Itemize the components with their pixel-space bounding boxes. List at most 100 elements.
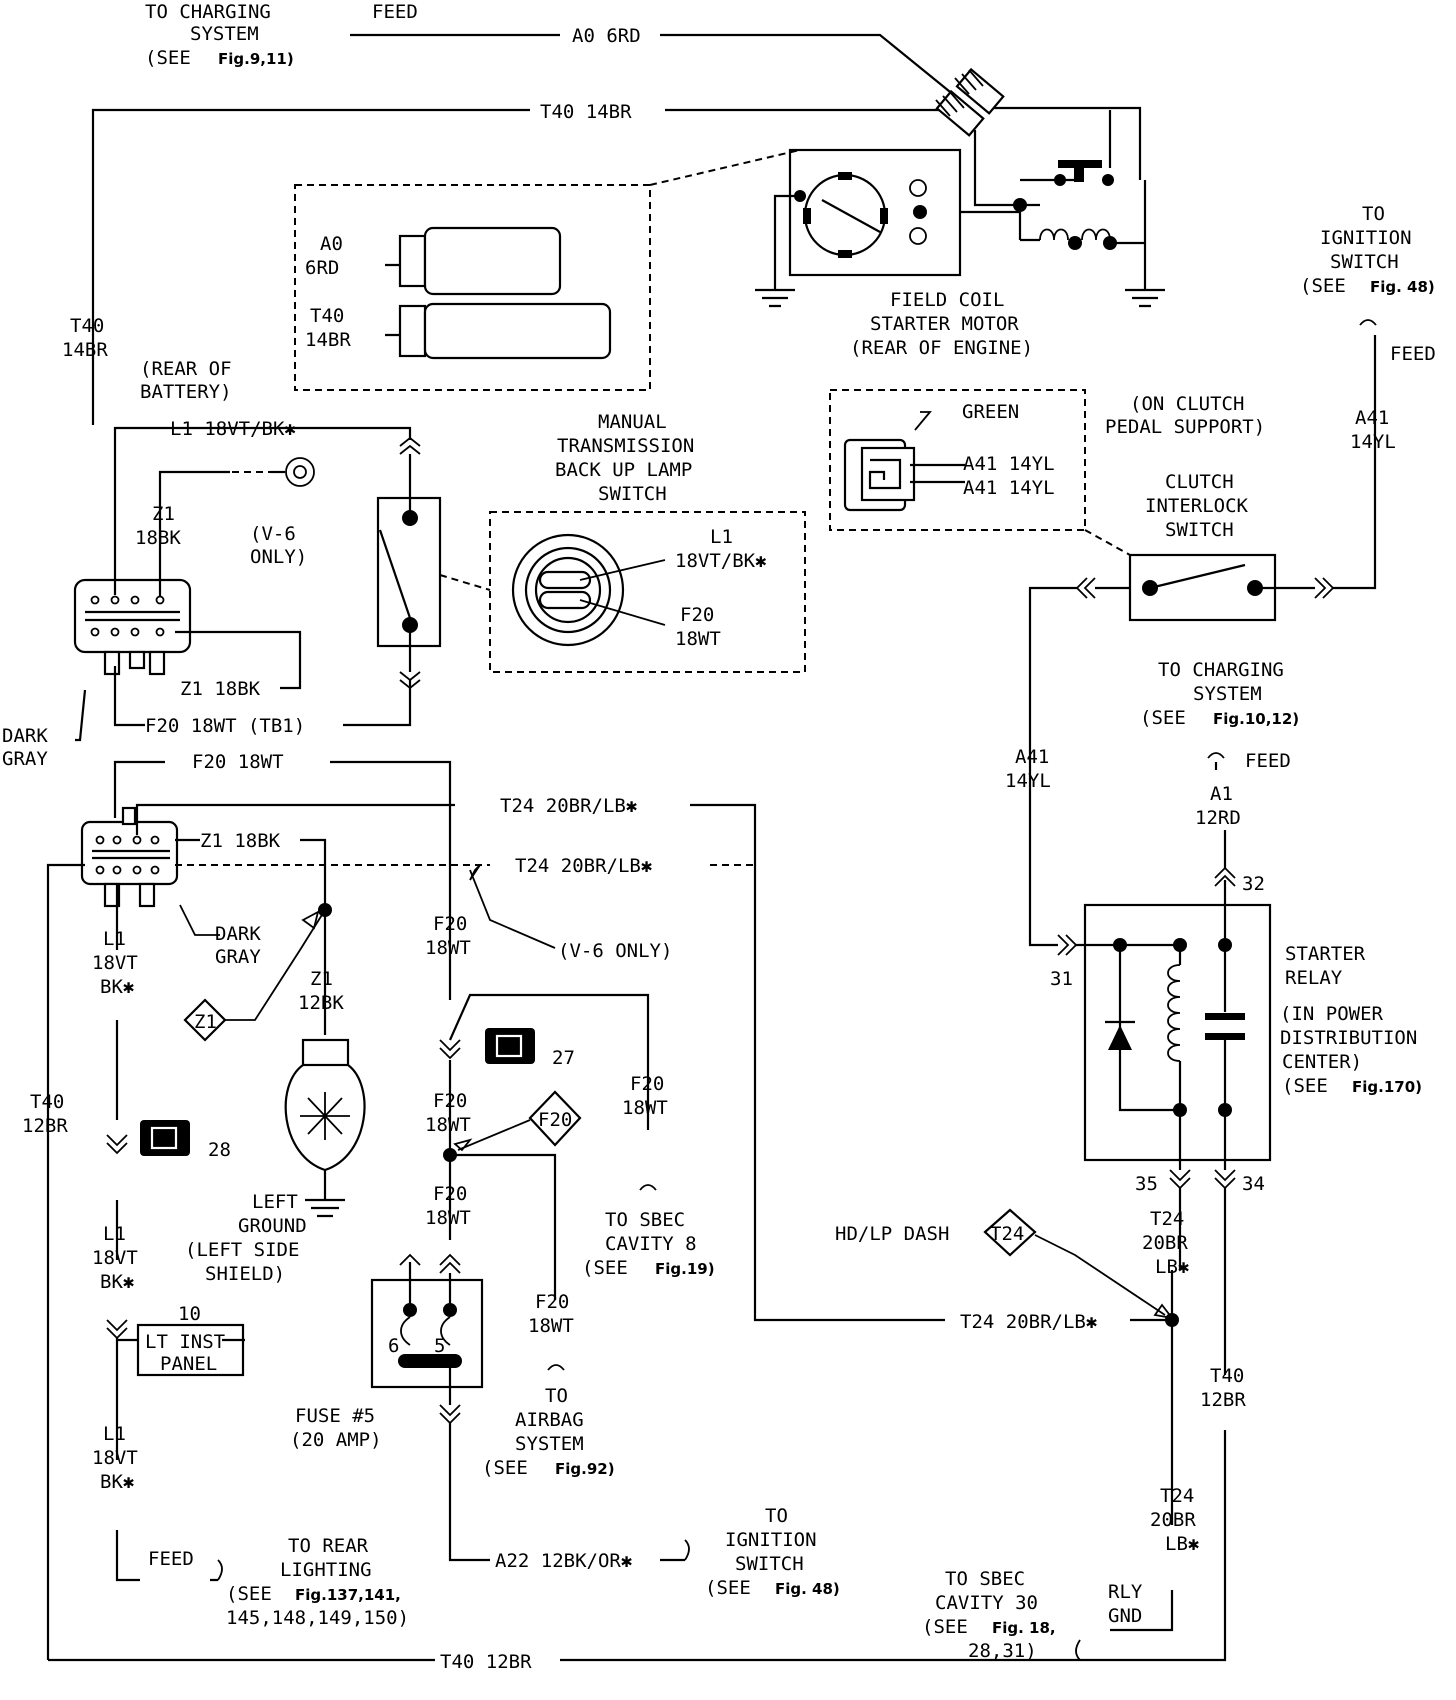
t40-r-2: 12BR (1200, 1389, 1246, 1411)
ci-1: CLUTCH (1165, 471, 1234, 493)
a41-mid-2: 14YL (1005, 770, 1051, 792)
dark-gray-b2: GRAY (215, 946, 261, 968)
battery-connector (73, 426, 412, 742)
to-sbec30-2: CAVITY 30 (935, 1592, 1038, 1614)
rear-batt-2: BATTERY) (140, 381, 232, 403)
rly-gnd-1: RLY (1108, 1581, 1143, 1603)
a41-14yl-b: 14YL (1350, 431, 1396, 453)
f20-e-2: 18WT (528, 1315, 574, 1337)
to-sbec30-3: (SEE (922, 1616, 968, 1638)
sr-1: STARTER (1285, 943, 1366, 965)
dark-gray-b1: DARK (215, 923, 261, 945)
mt-l1-2: 18VT/BK✱ (675, 550, 767, 572)
inline-connectors (106, 1028, 535, 1156)
to-sbec30-4: 28,31) (968, 1640, 1037, 1662)
l1-b-3: BK✱ (100, 1271, 134, 1293)
f20-b-2: 18WT (425, 1114, 471, 1136)
t40-12br-2: 12BR (22, 1115, 68, 1137)
mt-4: SWITCH (598, 483, 667, 505)
to-sbec8-fig: Fig.19) (655, 1260, 715, 1278)
clutch-interlock (829, 319, 1377, 947)
t24-dashed: T24 20BR/LB✱ (515, 855, 652, 877)
mt-3: BACK UP LAMP (555, 459, 692, 481)
to-ign2-1: TO (765, 1505, 788, 1527)
l1-18vtbk-top: L1 18VT/BK✱ (170, 418, 296, 440)
fuse-6-label: 6 (388, 1335, 399, 1357)
z1-diamond: Z1 (194, 1011, 217, 1033)
inset-a0-1: A0 (320, 233, 343, 255)
l1-c-3: BK✱ (100, 1471, 134, 1493)
dark-gray-1: DARK (2, 725, 48, 747)
l1-b-1: L1 (103, 1223, 126, 1245)
fuse-1: FUSE #5 (295, 1405, 375, 1427)
pin-32: 32 (1242, 873, 1265, 895)
to-airbag-3: SYSTEM (515, 1433, 584, 1455)
pin-31: 31 (1050, 968, 1073, 990)
to-sbec8-1: TO SBEC (605, 1209, 685, 1231)
t24-splice: T24 20BR/LB✱ (960, 1311, 1097, 1333)
ci-3: SWITCH (1165, 519, 1234, 541)
body-connector (46, 760, 945, 1660)
sr-3: (IN POWER (1280, 1003, 1384, 1025)
to-sbec8-3: (SEE (582, 1257, 628, 1279)
lt-inst-2: PANEL (160, 1353, 217, 1375)
to-ign2-2: IGNITION (725, 1529, 817, 1551)
to-chg2-2: SYSTEM (1193, 683, 1262, 705)
to-ign2-4: (SEE (705, 1577, 751, 1599)
cable-inset (294, 184, 651, 391)
feed-ign: FEED (1390, 343, 1436, 365)
a41-14yl-a: A41 (1355, 407, 1389, 429)
inset-t40-2: 14BR (305, 329, 351, 351)
field-coil-1: FIELD COIL (890, 289, 1004, 311)
t24-splice (48, 1208, 1227, 1662)
on-clutch-1: (ON CLUTCH (1130, 393, 1244, 415)
rly-gnd-2: GND (1108, 1605, 1142, 1627)
rear-batt-1: (REAR OF (140, 358, 232, 380)
fuse-5 (370, 1262, 690, 1562)
to-rear-4: 145,148,149,150) (226, 1607, 409, 1629)
l1-a-2: 18VT (92, 952, 138, 974)
cl-a41-2: A41 14YL (963, 477, 1055, 499)
f20-d-1: F20 (433, 1183, 467, 1205)
t24-a-3: LB✱ (1155, 1256, 1189, 1278)
a1-1: A1 (1210, 783, 1233, 805)
t40-r-1: T40 (1210, 1365, 1244, 1387)
starter-motor (773, 148, 1147, 280)
ground-symbols (755, 280, 1165, 308)
conn-10: 10 (178, 1303, 201, 1325)
mt-2: TRANSMISSION (557, 435, 694, 457)
v6-only-b: (V-6 ONLY) (558, 940, 672, 962)
l1-b-2: 18VT (92, 1247, 138, 1269)
pin-34: 34 (1242, 1173, 1265, 1195)
sr-fig: Fig.170) (1352, 1078, 1422, 1096)
left-lighting-wires (106, 1200, 245, 1582)
f20-b-1: F20 (433, 1090, 467, 1112)
f20-diamond: F20 (538, 1109, 572, 1131)
sr-2: RELAY (1285, 967, 1343, 989)
left-gnd-3: (LEFT SIDE (185, 1239, 299, 1261)
starter-cable-ends (935, 67, 1005, 137)
fuse-2: (20 AMP) (290, 1429, 382, 1451)
f20-c-2: 18WT (622, 1097, 668, 1119)
to-airbag-1: TO (545, 1385, 568, 1407)
f20-a-2: 18WT (425, 937, 471, 959)
to-charging-top-3: (SEE (145, 47, 191, 69)
f20-d-2: 18WT (425, 1207, 471, 1229)
z1-18bk-b: Z1 18BK (200, 830, 281, 852)
mt-1: MANUAL (598, 411, 667, 433)
left-gnd-1: LEFT (252, 1191, 298, 1213)
inset-a0-2: 6RD (305, 257, 339, 279)
t24-diamond: T24 (990, 1223, 1024, 1245)
to-ign2-fig: Fig. 48) (775, 1580, 840, 1598)
f20-18wt-tb1: F20 18WT (TB1) (145, 715, 305, 737)
to-airbag-4: (SEE (482, 1457, 528, 1479)
to-ign-fig: Fig. 48) (1370, 278, 1435, 296)
to-sbec30-fig: Fig. 18, (992, 1619, 1056, 1637)
z1-12bk-2: 12BK (298, 992, 344, 1014)
sr-4: DISTRIBUTION (1280, 1027, 1417, 1049)
text-labels: TO CHARGING SYSTEM (SEE Fig.9,11) FEED A… (2, 1, 1436, 1673)
t24-b-2: 20BR (1150, 1509, 1196, 1531)
to-rear-2: LIGHTING (280, 1559, 372, 1581)
f20-c-1: F20 (630, 1073, 664, 1095)
